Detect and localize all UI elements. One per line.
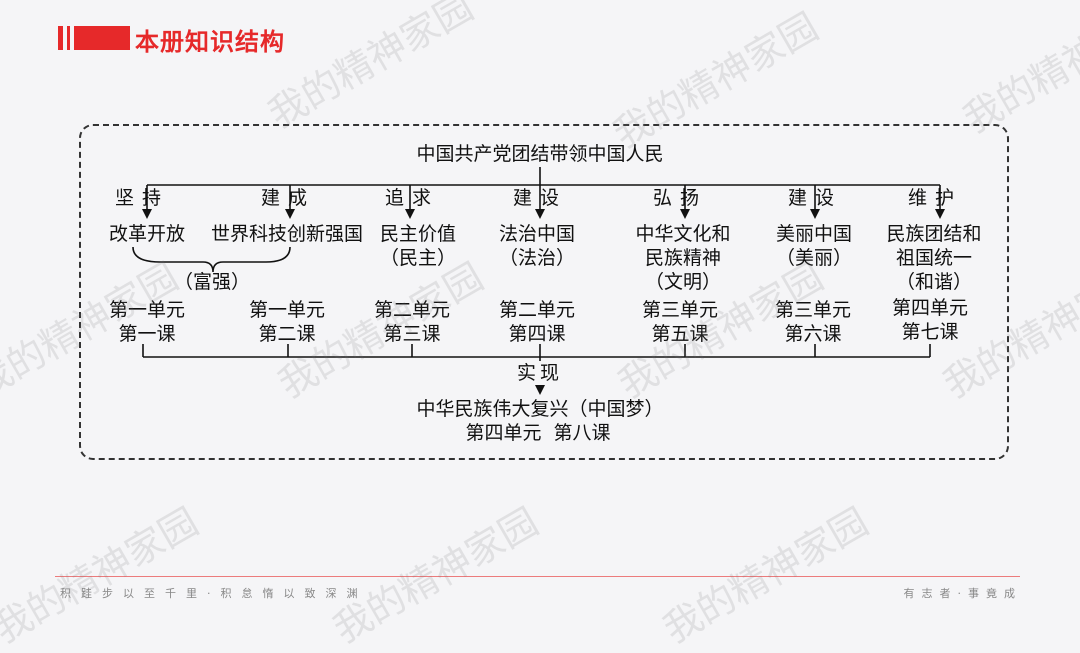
value-3-line-1: 民主价值 <box>379 223 457 245</box>
unit-6: 第三单元 <box>774 299 852 321</box>
value-5-line-1: 中华文化和 <box>635 223 731 245</box>
unit-3: 第二单元 <box>373 299 451 321</box>
diagram-frame <box>79 124 1009 460</box>
unit-4: 第二单元 <box>498 299 576 321</box>
unit-1: 第一单元 <box>108 299 186 321</box>
realize-label: 实现 <box>514 361 566 385</box>
verb-2: 建成 <box>260 187 316 209</box>
value-6-line-1: 美丽中国 <box>775 223 853 245</box>
lesson-6: 第六课 <box>784 323 842 345</box>
verb-4: 建设 <box>512 187 568 209</box>
value-7-line-3: （和谐） <box>895 271 973 293</box>
verb-1: 坚持 <box>114 187 170 209</box>
value-3-line-2: （民主） <box>379 247 457 269</box>
footer-motto-right: 有志者·事竟成 <box>903 587 1022 600</box>
page-title: 本册知识结构 <box>135 28 285 56</box>
group-label: （富强） <box>173 271 251 293</box>
verb-7: 维护 <box>907 187 963 209</box>
verb-6: 建设 <box>787 187 843 209</box>
value-5-line-3: （文明） <box>644 271 722 293</box>
unit-2: 第一单元 <box>248 299 326 321</box>
lesson-1: 第一课 <box>118 323 176 345</box>
group-brace <box>132 246 291 273</box>
value-4-line-1: 法治中国 <box>498 223 576 245</box>
value-4-line-2: （法治） <box>498 247 576 269</box>
footer-divider <box>55 576 1020 577</box>
diagram-connectors <box>132 167 945 395</box>
root-node: 中国共产党团结带领中国人民 <box>416 143 664 165</box>
footer-motto-left: 积跬步以至千里·积怠惰以致深渊 <box>60 587 368 600</box>
value-7-line-2: 祖国统一 <box>895 247 973 269</box>
lesson-4: 第四课 <box>508 323 566 345</box>
verb-3: 追求 <box>384 187 440 209</box>
lesson-3: 第三课 <box>383 323 441 345</box>
lesson-2: 第二课 <box>258 323 316 345</box>
value-6-line-2: （美丽） <box>775 247 853 269</box>
lesson-7: 第七课 <box>901 321 959 343</box>
lesson-5: 第五课 <box>651 323 709 345</box>
unit-5: 第三单元 <box>641 299 719 321</box>
goal-node: 中华民族伟大复兴（中国梦） <box>416 398 664 420</box>
value-7-line-1: 民族团结和 <box>886 223 982 245</box>
unit-7: 第四单元 <box>891 297 969 319</box>
value-5-line-2: 民族精神 <box>644 247 722 269</box>
value-2-line-1: 世界科技创新强国 <box>210 223 364 245</box>
goal-unit-lesson: 第四单元 第八课 <box>465 422 611 444</box>
value-1-line-1: 改革开放 <box>108 223 186 245</box>
verb-5: 弘扬 <box>652 187 708 209</box>
